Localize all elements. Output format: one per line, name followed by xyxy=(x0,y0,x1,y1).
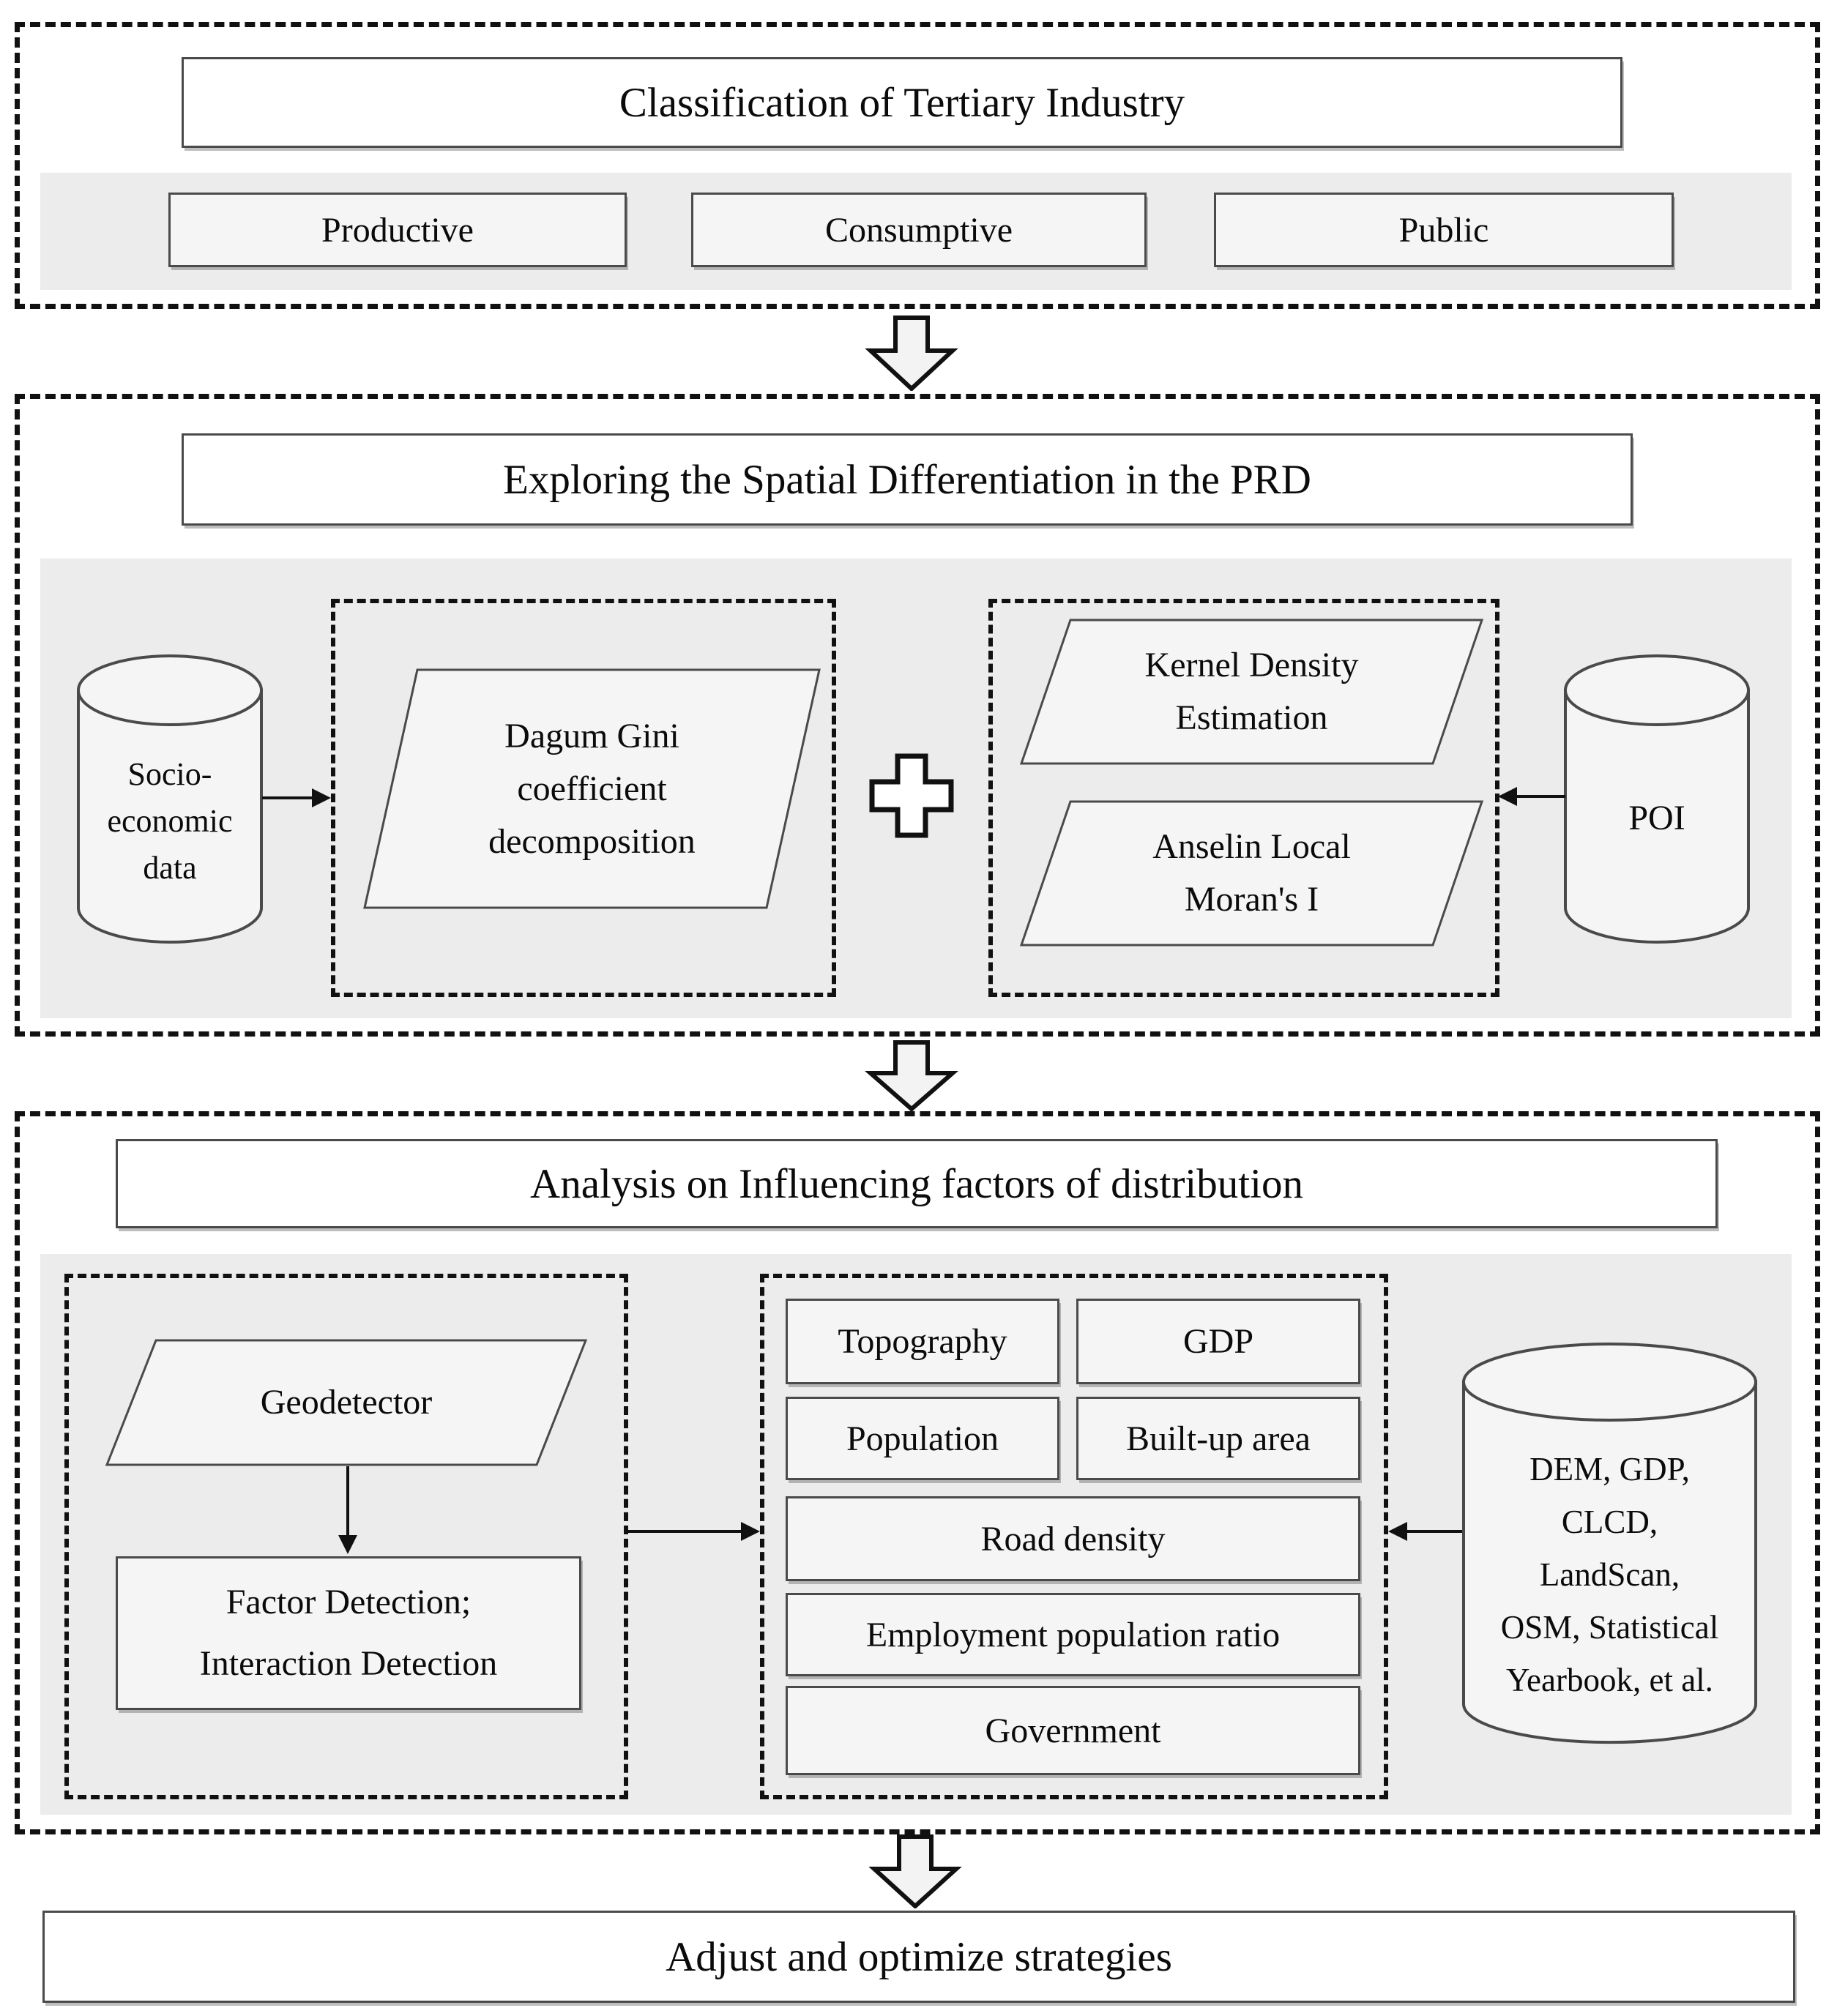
strategies-box: Adjust and optimize strategies xyxy=(42,1911,1795,2003)
classification-title: Classification of Tertiary Industry xyxy=(619,79,1185,126)
cylinder-icon xyxy=(1462,1343,1757,1744)
topography-label: Topography xyxy=(838,1322,1007,1361)
datastore-poi: POI xyxy=(1562,654,1751,945)
detection-line: Factor Detection; xyxy=(226,1583,472,1621)
cylinder-icon xyxy=(1564,654,1750,944)
strategies-title: Adjust and optimize strategies xyxy=(666,1933,1172,1980)
gdp-label: GDP xyxy=(1182,1322,1254,1361)
box-government: Government xyxy=(786,1686,1360,1775)
datastore-dem-gdp: DEM, GDP, CLCD, LandScan, OSM, Statistic… xyxy=(1461,1340,1759,1750)
box-road-density: Road density xyxy=(786,1496,1360,1581)
box-population: Population xyxy=(786,1397,1059,1480)
parallelogram-icon xyxy=(363,668,821,909)
factors-list-group xyxy=(760,1274,1388,1799)
arrow-right-icon xyxy=(262,788,331,807)
cylinder-icon xyxy=(77,654,263,944)
parallelogram-icon xyxy=(1019,800,1484,947)
consumptive-label: Consumptive xyxy=(824,210,1013,250)
poi-method-group xyxy=(988,599,1499,997)
parallelogram-geodetector: Geodetector xyxy=(105,1339,588,1466)
box-employment-ratio: Employment population ratio xyxy=(786,1593,1360,1676)
government-label: Government xyxy=(985,1711,1161,1750)
arrow-left-icon xyxy=(1388,1522,1464,1541)
road-density-label: Road density xyxy=(980,1519,1166,1558)
detection-line: Interaction Detection xyxy=(199,1644,498,1683)
down-block-arrow-icon xyxy=(868,1834,962,1908)
box-public: Public xyxy=(1214,193,1674,267)
builtup-label: Built-up area xyxy=(1126,1419,1311,1458)
arrow-left-icon xyxy=(1498,787,1565,806)
datastore-socioeconomic: Socio- economic data xyxy=(75,654,264,945)
box-consumptive: Consumptive xyxy=(691,193,1147,267)
box-productive: Productive xyxy=(168,193,627,267)
gini-method-group xyxy=(331,599,836,997)
box-gdp: GDP xyxy=(1076,1299,1360,1384)
factors-title: Analysis on Influencing factors of distr… xyxy=(530,1160,1303,1207)
box-builtup-area: Built-up area xyxy=(1076,1397,1360,1480)
productive-label: Productive xyxy=(321,210,474,250)
public-label: Public xyxy=(1398,210,1489,250)
population-label: Population xyxy=(846,1419,999,1458)
geodetector-group xyxy=(64,1274,628,1799)
factors-title-box: Analysis on Influencing factors of distr… xyxy=(116,1139,1718,1228)
classification-title-box: Classification of Tertiary Industry xyxy=(182,57,1622,148)
arrow-right-icon xyxy=(628,1522,760,1541)
box-topography: Topography xyxy=(786,1299,1059,1384)
arrow-down-icon xyxy=(338,1466,357,1554)
parallelogram-dagum-gini: Dagum Gini coefficient decomposition xyxy=(362,668,821,909)
spatial-title: Exploring the Spatial Differentiation in… xyxy=(503,456,1311,503)
box-factor-detection: Factor Detection; Interaction Detection xyxy=(116,1556,581,1710)
plus-icon xyxy=(869,753,954,838)
parallelogram-icon xyxy=(105,1339,588,1466)
parallelogram-kernel-density: Kernel Density Estimation xyxy=(1019,619,1484,765)
down-block-arrow-icon xyxy=(865,316,958,391)
parallelogram-icon xyxy=(1019,619,1484,765)
down-block-arrow-icon xyxy=(865,1040,958,1111)
parallelogram-anselin-moran: Anselin Local Moran's I xyxy=(1019,800,1484,947)
spatial-title-box: Exploring the Spatial Differentiation in… xyxy=(182,433,1633,526)
employment-label: Employment population ratio xyxy=(865,1615,1281,1654)
